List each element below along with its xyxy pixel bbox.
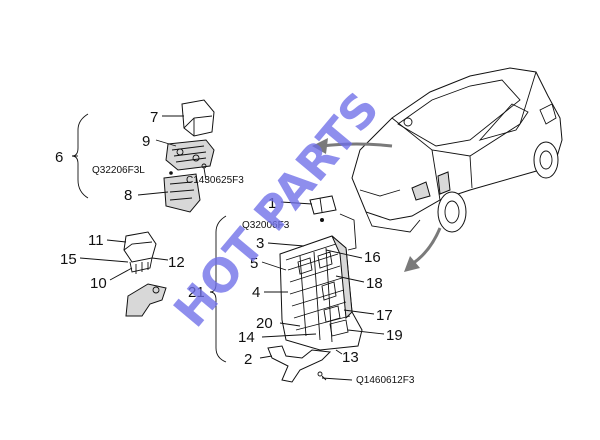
- part-1-bracket: [309, 195, 337, 215]
- callout-17: 17: [376, 307, 393, 324]
- callout-6: 6: [55, 149, 63, 166]
- fastener-dot-left: [169, 171, 173, 175]
- callout-21: 21: [188, 284, 205, 301]
- vehicle-illustration: [351, 67, 563, 233]
- part-7-cover: [181, 99, 215, 137]
- callout-8: 8: [124, 187, 132, 204]
- callout-10: 10: [90, 275, 107, 292]
- callout-14: 14: [238, 329, 255, 346]
- callout-18: 18: [366, 275, 383, 292]
- fastener-head: [201, 163, 207, 169]
- callout-5: 5: [250, 255, 258, 272]
- callout-1: 1: [268, 195, 276, 212]
- callout-13: 13: [342, 349, 359, 366]
- fastener-bolt-head: [317, 371, 323, 377]
- part-8-box: [163, 173, 201, 213]
- callout-12: 12: [168, 254, 185, 271]
- direction-arrows: [312, 138, 442, 272]
- part-code-q32206f3l: Q32206F3L: [92, 165, 145, 176]
- fastener-screw: [203, 167, 207, 181]
- part-main-fuse-box: [279, 213, 363, 351]
- callout-20: 20: [256, 315, 273, 332]
- callout-16: 16: [364, 249, 381, 266]
- part-code-q32006f3: Q32006F3: [242, 220, 290, 231]
- callout-9: 9: [142, 133, 150, 150]
- callout-19: 19: [386, 327, 403, 344]
- part-code-c1430625f3: C1430625F3: [186, 175, 244, 186]
- part-11-relay-block: [123, 231, 157, 274]
- fastener-dot-q32006: [320, 218, 324, 222]
- callout-15: 15: [60, 251, 77, 268]
- leader-lines: [79, 115, 385, 381]
- part-code-q1460612f3: Q1460612F3: [356, 375, 415, 386]
- group-21-bracket: [209, 215, 227, 363]
- callout-3: 3: [256, 235, 264, 252]
- callout-4: 4: [252, 284, 260, 301]
- part-bracket-lower-left: [125, 283, 167, 317]
- part-9-box: [165, 139, 215, 171]
- callout-11: 11: [88, 232, 104, 249]
- callout-2: 2: [244, 351, 252, 368]
- callout-7: 7: [150, 109, 158, 126]
- part-2-bracket: [267, 345, 332, 383]
